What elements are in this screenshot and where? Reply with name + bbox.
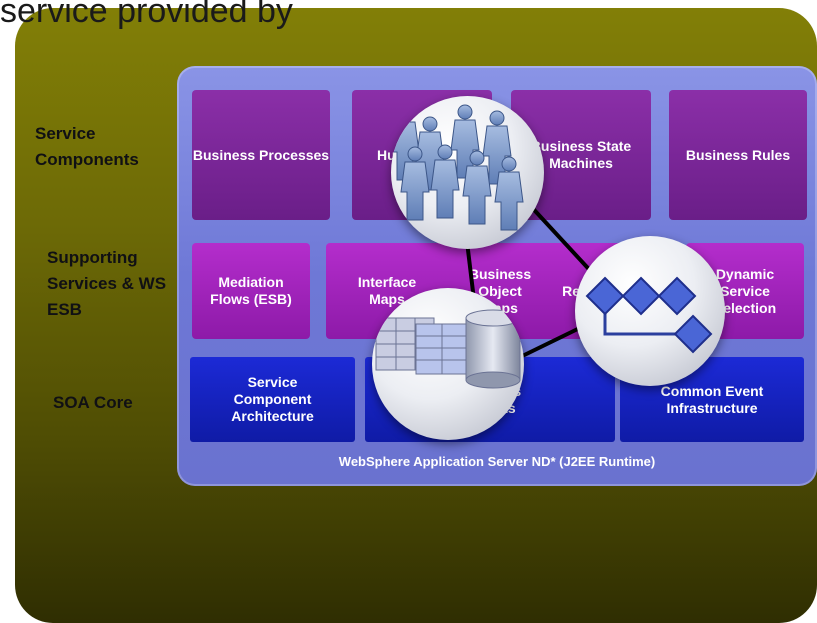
box-label: Dynamic Service Selection [713, 265, 777, 316]
box-label: Common Event Infrastructure [660, 382, 764, 416]
box-business-processes: Business Processes [192, 90, 330, 220]
workflow-icon [575, 236, 725, 386]
box-label: Service Component Architecture [231, 374, 314, 424]
database-graphic [375, 309, 521, 389]
people-icon [391, 96, 544, 249]
box-business-rules: Business Rules [669, 90, 807, 220]
box-service-component-architecture: Service Component Architecture [190, 357, 355, 442]
box-dynamic-service-selection: Dynamic Service Selection [686, 243, 804, 339]
page-title: service provided by [0, 0, 293, 30]
box-label: Mediation Flows (ESB) [210, 274, 292, 307]
row-label-service-components: Service Components [35, 124, 139, 169]
database-icon [372, 288, 524, 440]
box-mediation-flows: Mediation Flows (ESB) [192, 243, 310, 339]
box-label: Interface Maps [357, 274, 417, 307]
runtime-label: WebSphere Application Server ND* (J2EE R… [338, 454, 656, 469]
workflow-graphic [585, 276, 713, 354]
row-label-soa-core: SOA Core [53, 393, 133, 412]
box-label: Business Rules [685, 146, 791, 163]
box-label: Business State Machines [530, 138, 632, 171]
box-label: Business Processes [192, 146, 330, 163]
people-graphic [391, 104, 524, 231]
row-label-supporting-services: Supporting Services & WS ESB [47, 248, 167, 319]
